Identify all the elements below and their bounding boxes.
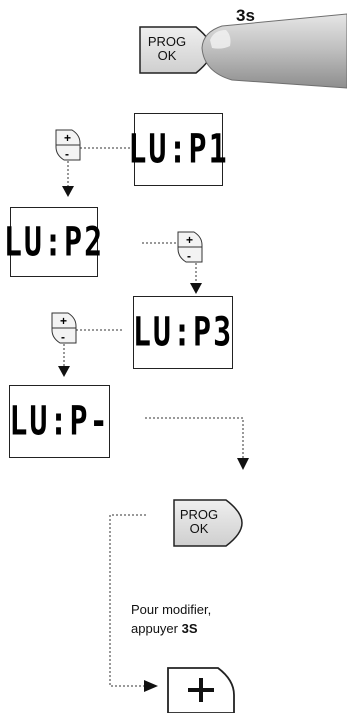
note-line-1: Pour modifier, <box>131 602 212 617</box>
note-line-2: appuyer 3S <box>131 619 211 638</box>
lcd-screen-p3: LU:P3 <box>133 296 233 369</box>
lcd-text-p3: LU:P3 <box>132 308 234 357</box>
plus-key-icon <box>167 667 235 713</box>
svg-text:+: + <box>64 131 71 145</box>
finger-press-icon <box>201 13 347 89</box>
note-line-2-prefix: appuyer <box>131 621 182 636</box>
plus-minus-key-icon: + - <box>177 231 203 263</box>
ok-label: OK <box>189 521 209 536</box>
plus-minus-key-icon: + - <box>55 129 81 161</box>
lcd-screen-p2: LU:P2 <box>4 207 102 277</box>
prog-label: PROG <box>147 34 187 49</box>
plus-minus-key-icon: + - <box>51 312 77 344</box>
prog-ok-button-bottom[interactable]: PROG OK <box>176 508 222 536</box>
note-line-2-bold: 3S <box>181 621 198 636</box>
instruction-note: Pour modifier, appuyer 3S <box>131 600 211 638</box>
svg-text:-: - <box>65 147 69 161</box>
hold-time-label: 3s <box>236 6 255 25</box>
lcd-screen-p1: LU:P1 <box>128 113 227 186</box>
lcd-text-p2: LU:P2 <box>3 218 105 266</box>
prog-label: PROG <box>179 507 219 522</box>
prog-ok-button-top[interactable]: PROG OK <box>144 35 190 63</box>
svg-text:+: + <box>60 314 67 328</box>
svg-text:+: + <box>186 233 193 247</box>
lcd-text-p1: LU:P1 <box>128 125 229 174</box>
prog-ok-button-bottom-shape <box>173 499 243 547</box>
ok-label: OK <box>157 48 177 63</box>
lcd-screen-p-dash: LU:P- <box>9 385 110 458</box>
lcd-text-p-dash: LU:P- <box>9 397 110 446</box>
svg-text:-: - <box>187 249 191 263</box>
svg-text:-: - <box>61 330 65 344</box>
